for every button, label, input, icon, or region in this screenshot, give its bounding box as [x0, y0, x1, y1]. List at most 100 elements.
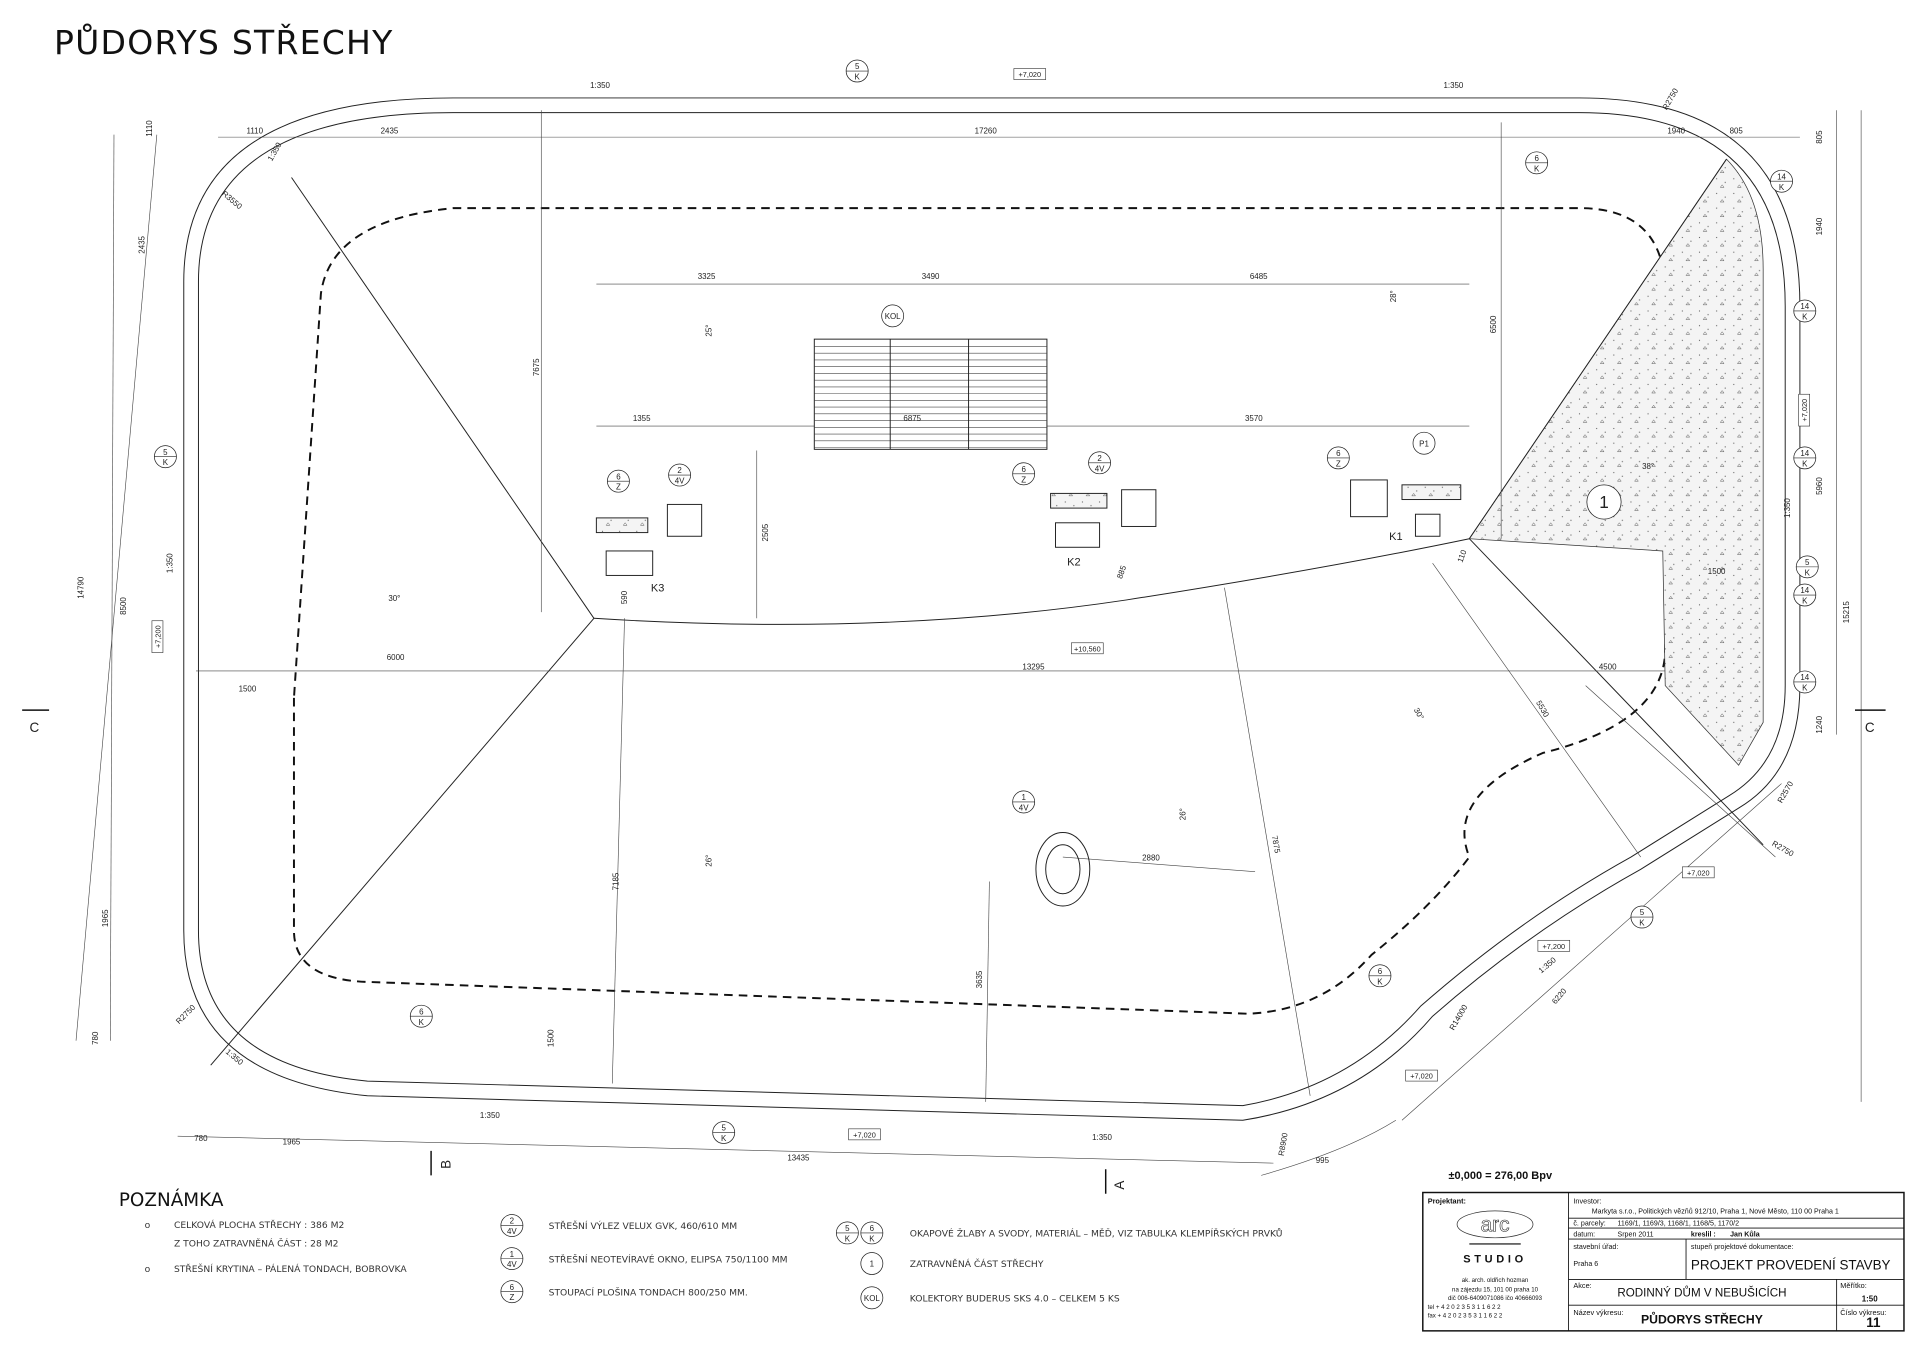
tag-top: 6 — [1021, 465, 1026, 474]
callout-tag: 6Z — [1012, 462, 1036, 486]
dimension-label: 13435 — [787, 1154, 810, 1163]
callout-tag: 6Z — [1326, 446, 1350, 470]
stupen-value: PROJEKT PROVEDENÍ STAVBY — [1691, 1258, 1891, 1273]
hip-lines — [210, 158, 1764, 1066]
callout-tag: 14K — [1793, 670, 1817, 694]
callout-tag: 1 — [860, 1252, 884, 1275]
dimension-label: R8900 — [1277, 1131, 1290, 1156]
urad-label: stavební úřad: — [1573, 1243, 1618, 1251]
nazev-label: Název výkresu: — [1573, 1308, 1623, 1317]
dimension-label: 1:350 — [1092, 1133, 1112, 1142]
dimension-label: 7185 — [611, 872, 620, 890]
dimension-label: 1965 — [283, 1138, 301, 1147]
callout-tag: 5K — [845, 59, 869, 83]
tag-top: 2 — [677, 466, 682, 475]
legend-text: STOUPACÍ PLOŠINA TONDACH 800/250 MM. — [549, 1286, 748, 1298]
level-value: +10,560 — [1074, 644, 1101, 653]
dimension-label: 885 — [1115, 564, 1128, 580]
roof-inner-edge — [197, 112, 1786, 1107]
callout-tag: 6K — [860, 1221, 884, 1245]
level-marker: +7,020 — [848, 1128, 881, 1141]
drawing-title: PŮDORYS STŘECHY — [54, 22, 394, 62]
wall-line-dashed — [292, 207, 1667, 1015]
kreslil-label: kreslil : — [1691, 1231, 1716, 1239]
dimension-label: 3570 — [1245, 414, 1263, 423]
tag-bottom: K — [163, 458, 169, 467]
green-roof-area — [1468, 158, 1764, 766]
level-value: +7,020 — [853, 1130, 876, 1139]
studio-text: STUDIO — [1463, 1253, 1527, 1265]
address-line: na zájezdu 15, 101 00 praha 10 — [1452, 1287, 1539, 1294]
callout-tag: 24V — [500, 1214, 524, 1237]
address-line: ak. arch. oldřich hozman — [1462, 1277, 1529, 1284]
title-block: Projektant: arc STUDIO ak. arch. oldřich… — [1422, 1191, 1905, 1332]
tag-top: 1 — [510, 1250, 515, 1259]
level-value: +7,020 — [1687, 868, 1710, 877]
tag-label: KOL — [864, 1294, 880, 1303]
tag-top: 6 — [1336, 449, 1341, 458]
dimension-label: 13295 — [1022, 663, 1045, 672]
level-value: +7,020 — [1800, 399, 1809, 422]
tag-top: 1 — [1021, 793, 1026, 802]
tag-top: 6 — [870, 1224, 875, 1233]
callout-tag: 5K — [712, 1121, 736, 1144]
tag-bottom: K — [1779, 183, 1785, 192]
investor-label: Investor: — [1573, 1197, 1601, 1206]
slope-label: 38° — [1642, 462, 1654, 471]
callout-tag: KOL — [881, 304, 905, 328]
dimension-label: 1940 — [1815, 217, 1824, 235]
dimension-label: 780 — [91, 1031, 100, 1045]
notes-heading: POZNÁMKA — [119, 1189, 224, 1211]
slope-label: 30° — [1412, 706, 1426, 721]
dimension-label: 995 — [1316, 1156, 1330, 1165]
dimension-label: 3490 — [922, 272, 940, 281]
dimension-label: 590 — [620, 590, 629, 604]
dimension-label: 1965 — [101, 909, 110, 927]
dimension-label: 1240 — [1815, 715, 1824, 733]
level-marker: +10,560 — [1071, 642, 1104, 655]
dimension-label: 5530 — [1534, 699, 1551, 719]
dimension-label: 110 — [1456, 548, 1469, 564]
note-item: CELKOVÁ PLOCHA STŘECHY : 386 M2 — [174, 1219, 344, 1231]
tag-bottom: Z — [616, 483, 621, 492]
section-marker: C — [1865, 720, 1875, 735]
section-marker: C — [30, 720, 40, 735]
tag-bottom: K — [1639, 919, 1645, 928]
ridge-line — [593, 538, 1470, 625]
dimension-label: 15215 — [1842, 601, 1851, 624]
tag-top: 5 — [845, 1224, 850, 1233]
tag-bottom: Z — [1021, 475, 1026, 484]
roof-elements — [595, 479, 1462, 907]
bullet: o — [145, 1264, 151, 1275]
chimney-label: K1 — [1389, 531, 1402, 543]
nazev-value: PŮDORYS STŘECHY — [1641, 1311, 1763, 1327]
parcely-value: 1169/1, 1169/3, 1168/1, 1168/5, 1170/2 — [1617, 1220, 1739, 1228]
callout-tag: 6K — [1368, 964, 1392, 988]
tag-top: 14 — [1777, 172, 1786, 181]
dimension-label: 5960 — [1815, 477, 1824, 495]
dimension-label: 14790 — [76, 576, 85, 599]
tag-bottom: 4V — [507, 1227, 517, 1236]
tag-label: 1 — [1599, 492, 1609, 512]
callout-tag: 14K — [1770, 169, 1793, 193]
address-line: dič 006-6409071086 ičo 40666093 — [1448, 1295, 1543, 1302]
dimension-label: 1:350 — [480, 1111, 500, 1120]
slope-label: 26° — [704, 855, 713, 867]
tag-bottom: 4V — [507, 1260, 517, 1269]
callout-tag: 24V — [668, 463, 692, 487]
level-marker: +7,020 — [1798, 393, 1810, 427]
legend-text: ZATRAVNĚNÁ ČÁST STŘECHY — [910, 1258, 1044, 1270]
callout-tag: 6K — [1525, 151, 1549, 175]
dimension-label: 780 — [194, 1134, 208, 1143]
arc-logo-text: arc — [1481, 1214, 1510, 1237]
tag-bottom: K — [419, 1018, 425, 1027]
dimension-label: 6500 — [1489, 315, 1498, 333]
parcely-label: č. parcely: — [1573, 1220, 1605, 1228]
tag-top: 6 — [419, 1007, 424, 1016]
dimension-label: 1:350 — [590, 81, 610, 90]
phone: tel + 4 2 0 2 3 5 3 1 1 6 2 2 — [1428, 1304, 1501, 1311]
dimension-label: 7875 — [1270, 835, 1282, 855]
legend-text: STŘEŠNÍ NEOTEVÍRAVÉ OKNO, ELIPSA 750/110… — [549, 1253, 788, 1265]
level-value: +7,200 — [1542, 942, 1565, 951]
